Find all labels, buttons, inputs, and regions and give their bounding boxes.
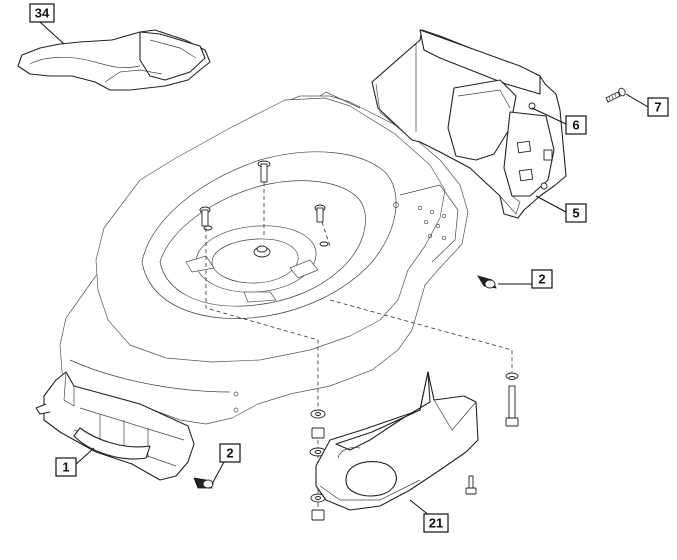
callout-5-label: 5 (572, 206, 579, 221)
callout-5: 5 (565, 203, 587, 223)
callout-21-label: 21 (429, 516, 443, 531)
callout-1: 1 (55, 457, 77, 477)
callout-1-label: 1 (62, 460, 69, 475)
part-1-front-cover (35, 371, 195, 481)
part-5-rear-chute (371, 29, 567, 219)
leader-lines (39, 21, 649, 517)
part-34-mulch-plug (17, 29, 211, 91)
callout-6-label: 6 (572, 118, 579, 133)
small-bolt (465, 475, 477, 495)
callout-6: 6 (565, 115, 587, 135)
callout-34: 34 (29, 3, 55, 23)
callout-7: 7 (647, 97, 669, 117)
callout-2-bottom: 2 (219, 443, 241, 463)
part-21-guard (315, 371, 479, 511)
callout-7-label: 7 (654, 100, 661, 115)
callout-34-label: 34 (35, 6, 50, 21)
deck-bolts (199, 160, 329, 247)
callout-2-bottom-label: 2 (226, 446, 233, 461)
part-7-screw (605, 87, 626, 103)
callout-21: 21 (423, 513, 449, 533)
long-bolt-right (505, 372, 519, 427)
part-2-screw-right (477, 275, 497, 289)
callout-2-right: 2 (531, 269, 553, 289)
part-2-screw-bottom (193, 477, 214, 489)
mower-deck (59, 91, 469, 425)
callout-2-right-label: 2 (538, 272, 545, 287)
